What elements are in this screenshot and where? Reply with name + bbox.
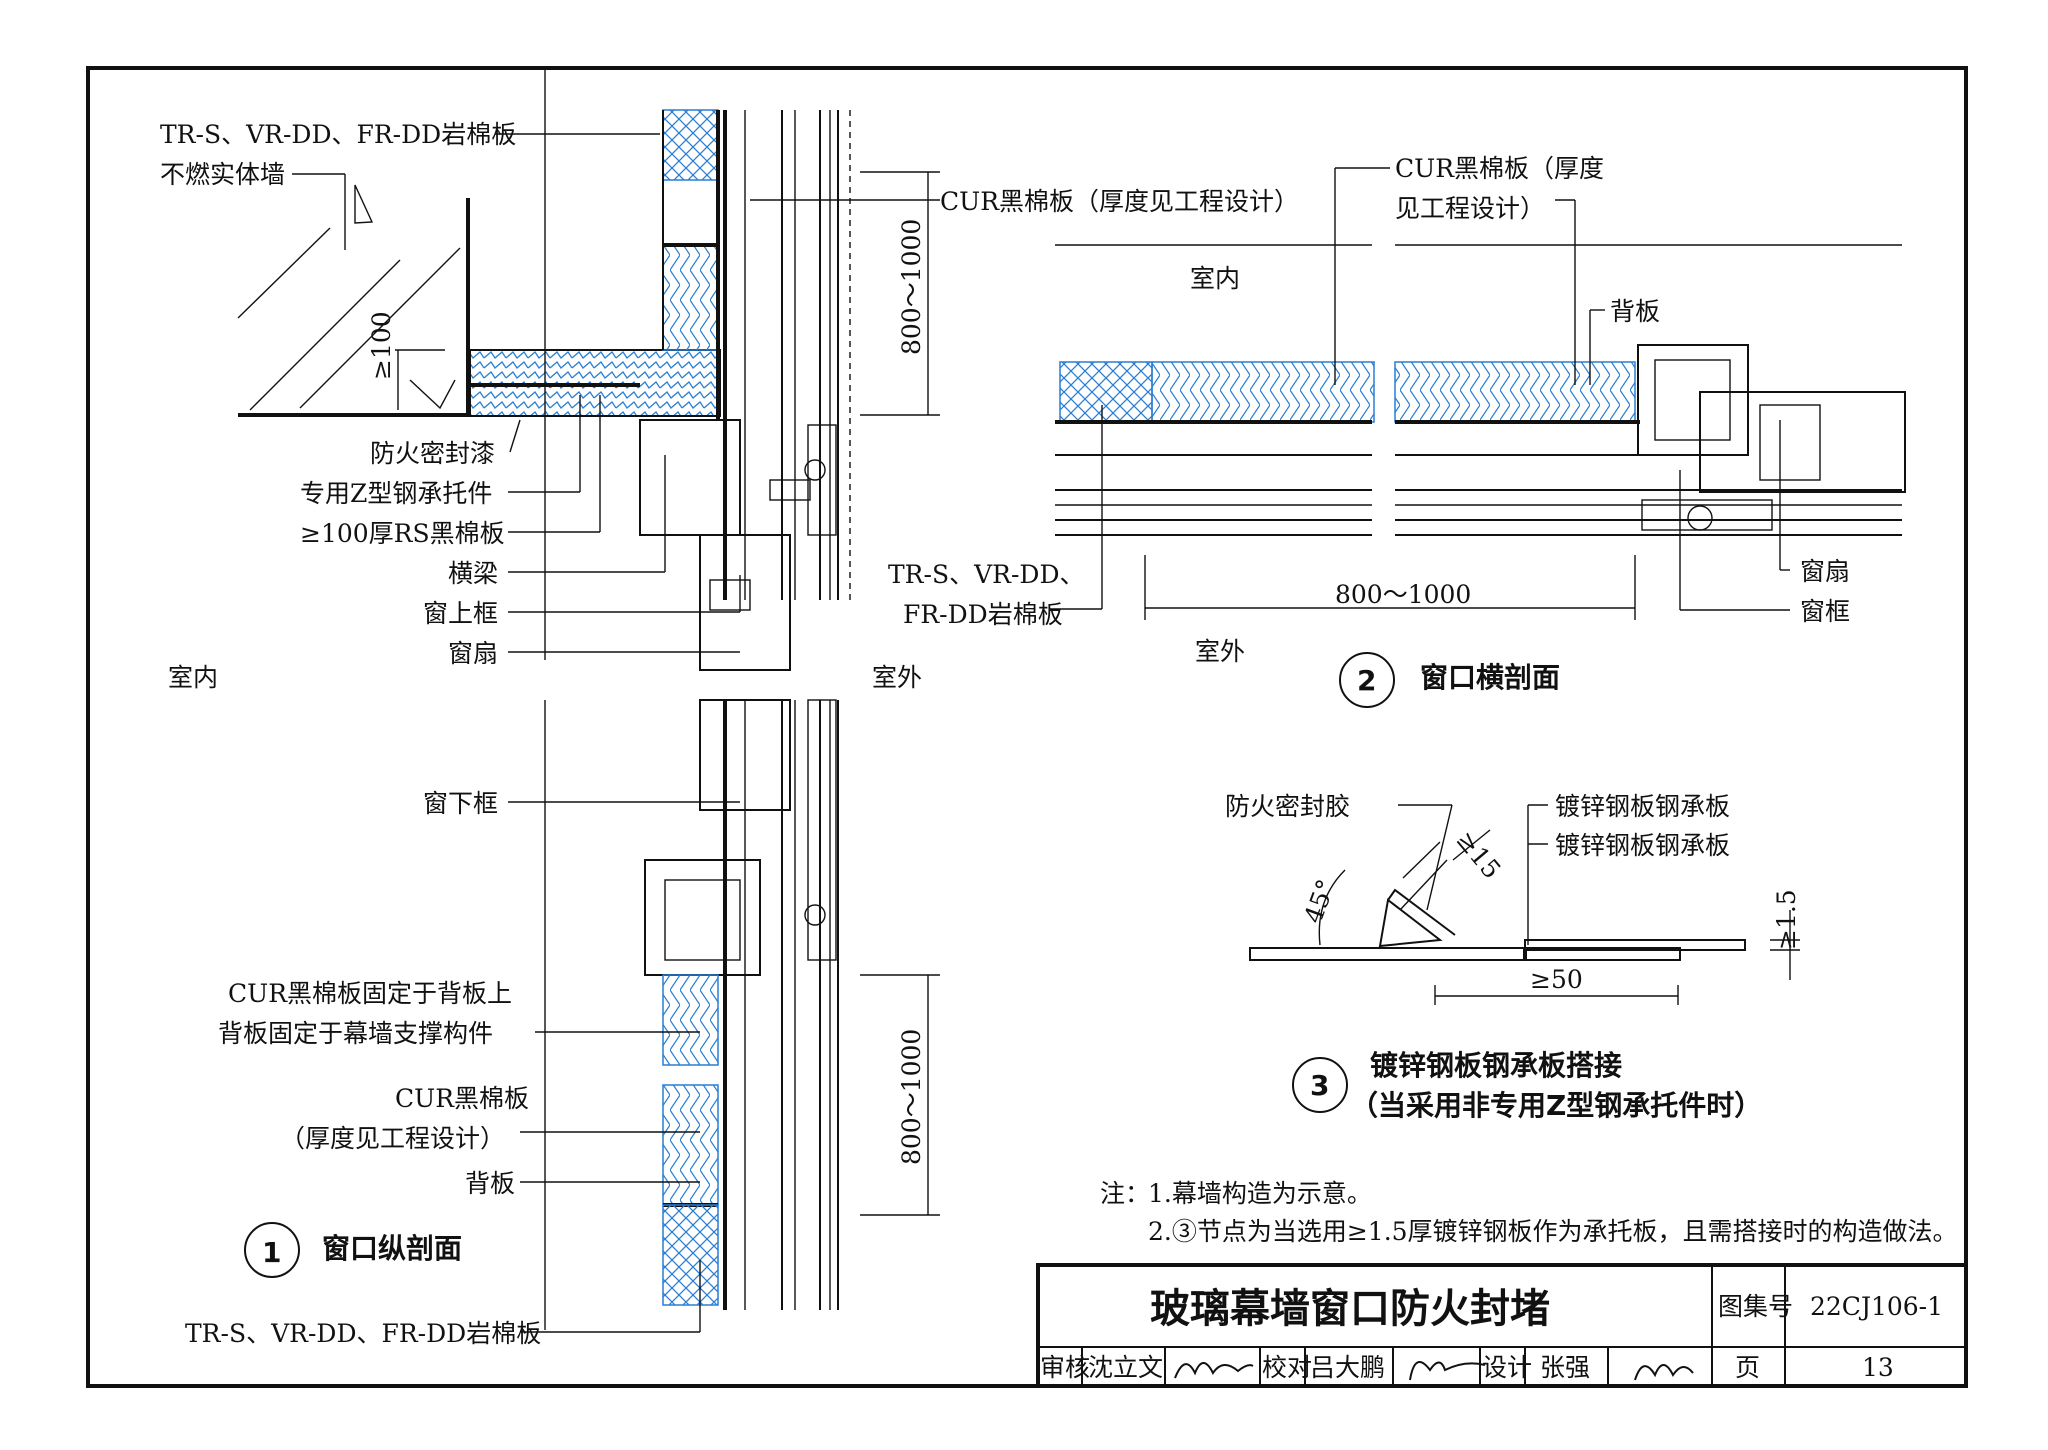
notes-lead: 注： (1100, 1179, 1150, 1208)
d1-label-cur-bottom-2: （厚度见工程设计） (280, 1124, 505, 1153)
reviewer-signature (1174, 1362, 1254, 1379)
d1-dim-100: ≥100 (367, 311, 396, 380)
d1-label-zbracket: 专用Z型钢承托件 (300, 479, 492, 508)
d1-label-upper-frame: 窗上框 (423, 599, 498, 628)
page-number: 13 (1862, 1353, 1894, 1382)
d1-label-sash: 窗扇 (448, 639, 498, 668)
d3-angle: 45° (1298, 875, 1340, 927)
d1-label-beam: 横梁 (448, 559, 498, 588)
designer-name: 张强 (1540, 1353, 1590, 1382)
d1-dim-top: 800～1000 (897, 219, 926, 355)
d2-number: 2 (1357, 664, 1376, 697)
d3-label-plate-b: 镀锌钢板钢承板 (1555, 831, 1730, 860)
detail-3 (1249, 804, 1800, 1113)
d3-dim-15b: ≥1.5 (1772, 889, 1801, 950)
d3-label-sealant: 防火密封胶 (1225, 792, 1350, 821)
d2-label-sash: 窗扇 (1800, 557, 1850, 586)
d2-label-rockwool-2: FR-DD岩棉板 (903, 600, 1063, 629)
cur-bottom-hatch-a (662, 974, 719, 1066)
review-label: 审核 (1040, 1353, 1090, 1382)
rockwool-bottom-hatch (662, 1204, 719, 1306)
cur-bottom-hatch-b (662, 1084, 719, 1206)
sealant-fill (1378, 898, 1443, 948)
d3-title-1: 镀锌钢板钢承板搭接 (1370, 1049, 1622, 1082)
d1-dim-bottom: 800～1000 (897, 1029, 926, 1165)
d1-label-lower-frame: 窗下框 (423, 789, 498, 818)
d1-label-indoor: 室内 (168, 663, 218, 692)
d1-label-cur-top: CUR黑棉板（厚度见工程设计） (940, 187, 1299, 216)
checker-name: 吕大鹏 (1310, 1353, 1385, 1382)
detail-1-number-circle (244, 1222, 300, 1278)
d1-label-rockwool-top: TR-S、VR-DD、FR-DD岩棉板 (160, 120, 516, 149)
atlas-number: 22CJ106-1 (1810, 1292, 1943, 1321)
d1-label-rs-board: ≥100厚RS黑棉板 (300, 519, 505, 548)
checker-signature (1409, 1361, 1486, 1381)
detail-2 (1050, 167, 1906, 708)
d2-cur-hatch-b (1394, 361, 1636, 423)
d3-label-plate-a: 镀锌钢板钢承板 (1555, 792, 1730, 821)
d2-cur-hatch-a (1151, 361, 1375, 423)
atlas-label: 图集号 (1718, 1292, 1793, 1321)
reviewer-name: 沈立文 (1088, 1353, 1163, 1382)
d2-label-backing: 背板 (1610, 297, 1660, 326)
detail-1 (237, 70, 940, 1333)
d2-dim: 800～1000 (1335, 580, 1471, 609)
note-2: 2.③节点为当选用≥1.5厚镀锌钢板作为承托板，且需搭接时的构造做法。 (1148, 1217, 1958, 1246)
d3-title-2: （当采用非专用Z型钢承托件时） (1350, 1089, 1762, 1122)
d1-title: 窗口纵剖面 (322, 1232, 462, 1265)
d2-rockwool-hatch (1059, 361, 1153, 423)
d2-label-rockwool-1: TR-S、VR-DD、 (888, 560, 1085, 589)
d2-label-cur-2: 见工程设计） (1395, 194, 1545, 223)
d1-label-cur-fixed: CUR黑棉板固定于背板上 (228, 979, 512, 1008)
d3-dim-50: ≥50 (1530, 965, 1583, 994)
page-label: 页 (1735, 1353, 1760, 1382)
drawing-title: 玻璃幕墙窗口防火封堵 (1150, 1286, 1550, 1332)
d1-label-backing: 背板 (465, 1169, 515, 1198)
d2-label-indoor: 室内 (1190, 264, 1240, 293)
d1-label-rockwool-bottom: TR-S、VR-DD、FR-DD岩棉板 (185, 1319, 541, 1348)
d2-label-outdoor: 室外 (1195, 637, 1245, 666)
title-block (1036, 1263, 1968, 1388)
d1-label-backing-fixed: 背板固定于幕墙支撑构件 (218, 1019, 493, 1048)
detail-2-number-circle (1339, 652, 1395, 708)
d1-label-wall: 不燃实体墙 (160, 160, 285, 189)
rockwool-top-hatch (662, 109, 719, 181)
note-1: 1.幕墙构造为示意。 (1148, 1179, 1372, 1208)
d2-title: 窗口横剖面 (1420, 661, 1560, 694)
d1-label-sealant: 防火密封漆 (370, 439, 495, 468)
check-label: 校对 (1262, 1353, 1312, 1382)
sheet-border (86, 66, 1968, 1388)
detail-3-number-circle (1292, 1057, 1348, 1113)
d2-label-frame: 窗框 (1800, 597, 1850, 626)
cur-top-hatch (662, 244, 719, 351)
designer-signature (1634, 1364, 1694, 1381)
design-label: 设计 (1482, 1353, 1532, 1382)
d1-label-cur-bottom-1: CUR黑棉板 (395, 1084, 529, 1113)
d1-label-outdoor: 室外 (872, 663, 922, 692)
d3-number: 3 (1310, 1069, 1329, 1102)
d1-number: 1 (262, 1236, 281, 1269)
d2-label-cur-1: CUR黑棉板（厚度 (1395, 154, 1604, 183)
